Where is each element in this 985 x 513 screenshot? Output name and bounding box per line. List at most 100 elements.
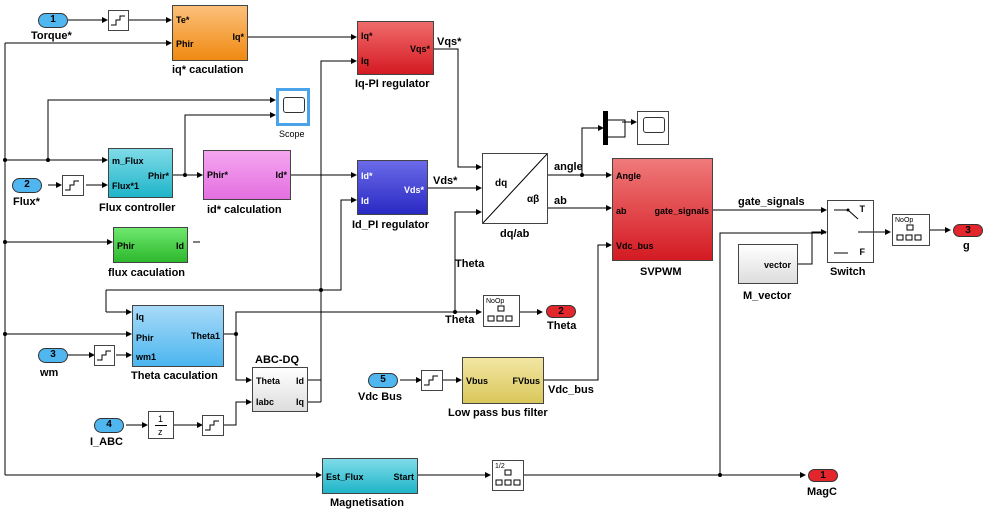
block-magnetisation[interactable]: Est_Flux Start [322, 458, 418, 494]
block-svpwm[interactable]: Angle ab Vdc_bus gate_signals [612, 158, 713, 261]
outport-g-label: g [963, 240, 970, 252]
step-icon [205, 420, 219, 431]
port-gate-out: gate_signals [654, 206, 709, 216]
port-vector: vector [763, 260, 791, 270]
port-phir: Phir [136, 333, 154, 343]
outport-g[interactable]: 3 [953, 224, 983, 237]
port-start: Start [393, 472, 414, 482]
port-id-out: Id [296, 376, 304, 386]
block-dq-ab-name: dq/ab [500, 228, 530, 240]
noop-icon [487, 305, 513, 322]
step-icon [111, 15, 125, 26]
block-iq-pi[interactable]: Iq* Iq Vqs* [357, 21, 434, 75]
zoh-torque[interactable] [108, 10, 129, 31]
block-abc-dq[interactable]: Theta Iabc Id Iq [252, 367, 308, 412]
port-iq-out: Iq [296, 397, 304, 407]
block-flux-controller-name: Flux controller [99, 202, 176, 214]
port-iq: Iq [136, 312, 144, 322]
block-flux-calc[interactable]: Phir Id [113, 227, 188, 263]
port-theta1: Theta1 [190, 331, 220, 341]
signal-theta-mid: Theta [445, 314, 475, 326]
inport-torque[interactable]: 1 [38, 13, 68, 28]
block-noop-g[interactable]: NoOp [892, 214, 930, 246]
port-iq: Iq [361, 56, 369, 66]
switch-t-label: T [859, 204, 866, 214]
block-noop-theta[interactable]: NoOp [483, 295, 520, 327]
port-te: Te* [176, 15, 190, 25]
block-id-calc-name: id* calculation [207, 204, 282, 216]
outport-theta[interactable]: 2 [546, 305, 576, 318]
mux-bar [603, 111, 608, 145]
port-id-out: Id [176, 241, 184, 251]
step-icon [424, 375, 438, 386]
block-id-pi-name: Id_PI regulator [352, 219, 430, 231]
outport-magc[interactable]: 1 [808, 469, 838, 482]
rate-icon [495, 469, 521, 486]
port-id: Id [361, 196, 369, 206]
port-flux1: Flux*1 [112, 181, 140, 191]
signal-ab: ab [554, 195, 567, 207]
block-id-calc[interactable]: Phir* Id* [203, 150, 291, 200]
block-iq-calc[interactable]: Te* Phir Iq* [172, 5, 248, 61]
signal-vqs: Vqs* [437, 36, 462, 48]
noop-icon [896, 224, 922, 241]
outport-magc-label: MagC [807, 486, 837, 498]
inport-iabc[interactable]: 4 [94, 418, 124, 433]
port-iq-out: Iq* [232, 32, 244, 42]
block-abcdq-name: ABC-DQ [255, 354, 299, 366]
switch-icon [834, 208, 873, 254]
signal-theta-top: Theta [455, 258, 485, 270]
block-scope[interactable] [276, 88, 310, 126]
delay-den: z [158, 427, 163, 437]
zoh-wm[interactable] [94, 345, 115, 366]
inport-flux-label: Flux* [13, 196, 40, 208]
inport-flux[interactable]: 2 [12, 178, 42, 193]
step-icon [65, 180, 79, 191]
zoh-iabc[interactable] [202, 415, 224, 436]
port-angle: Angle [616, 171, 642, 181]
port-id-out: Id* [275, 170, 287, 180]
block-low-pass-name: Low pass bus filter [448, 407, 548, 419]
block-svpwm-name: SVPWM [640, 266, 682, 278]
block-unit-delay[interactable]: 1 z [148, 411, 174, 439]
port-theta: Theta [256, 376, 281, 386]
zoh-flux[interactable] [62, 175, 84, 196]
port-iabc: Iabc [256, 397, 275, 407]
port-iqstar: Iq* [361, 31, 373, 41]
block-flux-controller[interactable]: m_Flux Flux*1 Phir* [108, 148, 173, 198]
fraction-bar [155, 425, 167, 426]
signal-gate: gate_signals [738, 196, 805, 208]
block-iq-pi-name: Iq-PI regulator [355, 78, 430, 90]
port-vds: Vds* [403, 185, 424, 195]
port-wm1: wm1 [136, 352, 157, 362]
block-rate-transition[interactable]: 1/2 [492, 460, 524, 491]
inport-wm[interactable]: 3 [38, 348, 68, 363]
port-phir-out: Phir* [147, 171, 169, 181]
signal-vdc: Vdc_bus [548, 384, 594, 396]
zoh-vdc[interactable] [421, 370, 443, 391]
block-flux-calc-name: flux caculation [108, 267, 186, 279]
scope-screen-icon [643, 117, 665, 133]
block-m-vector[interactable]: vector [738, 244, 798, 284]
inport-vdc[interactable]: 5 [368, 373, 398, 388]
signal-angle: angle [554, 161, 583, 173]
outport-theta-label: Theta [547, 320, 577, 332]
dq-label: dq [495, 178, 508, 189]
port-mflux: m_Flux [112, 156, 144, 166]
port-phir-in: Phir* [207, 170, 229, 180]
port-vdcbus: Vdc_bus [616, 241, 654, 251]
inport-wm-label: wm [40, 367, 59, 379]
signal-vds: Vds* [433, 175, 458, 187]
block-theta-calc[interactable]: Iq Phir wm1 Theta1 [132, 305, 224, 367]
port-idstar: Id* [361, 171, 373, 181]
block-switch[interactable]: T F [827, 200, 874, 263]
block-scope-2[interactable] [637, 111, 669, 145]
noop-label: NoOp [486, 298, 505, 305]
block-id-pi[interactable]: Id* Id Vds* [357, 160, 428, 215]
block-dq-ab[interactable]: dq αβ [482, 153, 548, 224]
block-m-vector-name: M_vector [743, 290, 792, 302]
block-switch-name: Switch [830, 266, 866, 278]
block-low-pass[interactable]: Vbus FVbus [462, 357, 544, 404]
